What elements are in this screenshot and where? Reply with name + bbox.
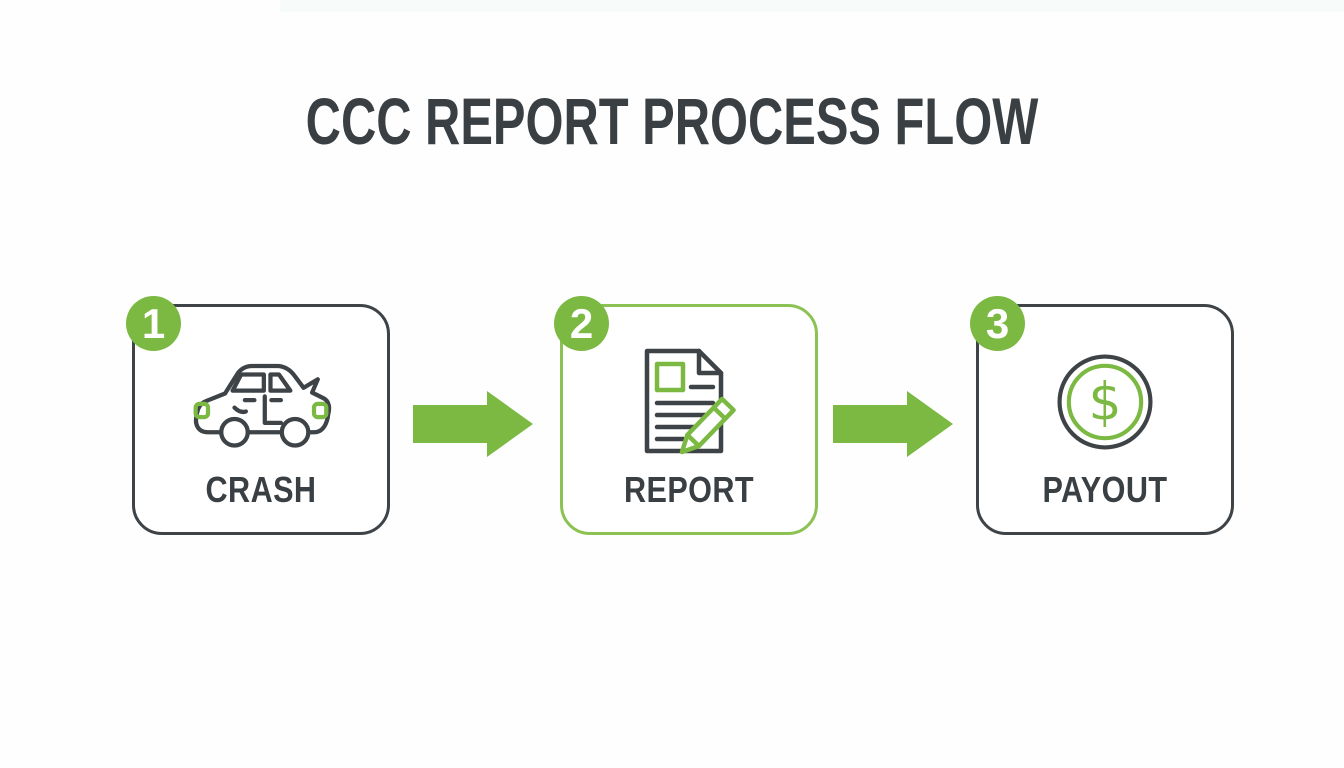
step-number-badge-2: 2 (554, 296, 609, 351)
step-label-crash: CRASH (205, 469, 317, 510)
diagram-title: CCC REPORT PROCESS FLOW (305, 84, 1039, 158)
top-edge-artifact (280, 0, 1344, 12)
crashed-car-icon (135, 349, 387, 455)
svg-text:$: $ (1088, 373, 1121, 433)
step-label-report: REPORT (623, 469, 755, 510)
arrow-report-to-payout (833, 391, 953, 457)
step-box-crash: 1 CRASH (126, 296, 390, 535)
report-document-icon (563, 339, 815, 465)
step-box-report: 2 REPORT (554, 296, 818, 535)
arrow-crash-to-report (413, 391, 533, 457)
step-number-badge-3: 3 (970, 296, 1025, 351)
step-box-payout: 3 $ PAYOUT (970, 296, 1234, 535)
payout-dollar-icon: $ (979, 351, 1231, 453)
step-label-payout: PAYOUT (1042, 469, 1168, 510)
step-number-badge-1: 1 (126, 296, 181, 351)
